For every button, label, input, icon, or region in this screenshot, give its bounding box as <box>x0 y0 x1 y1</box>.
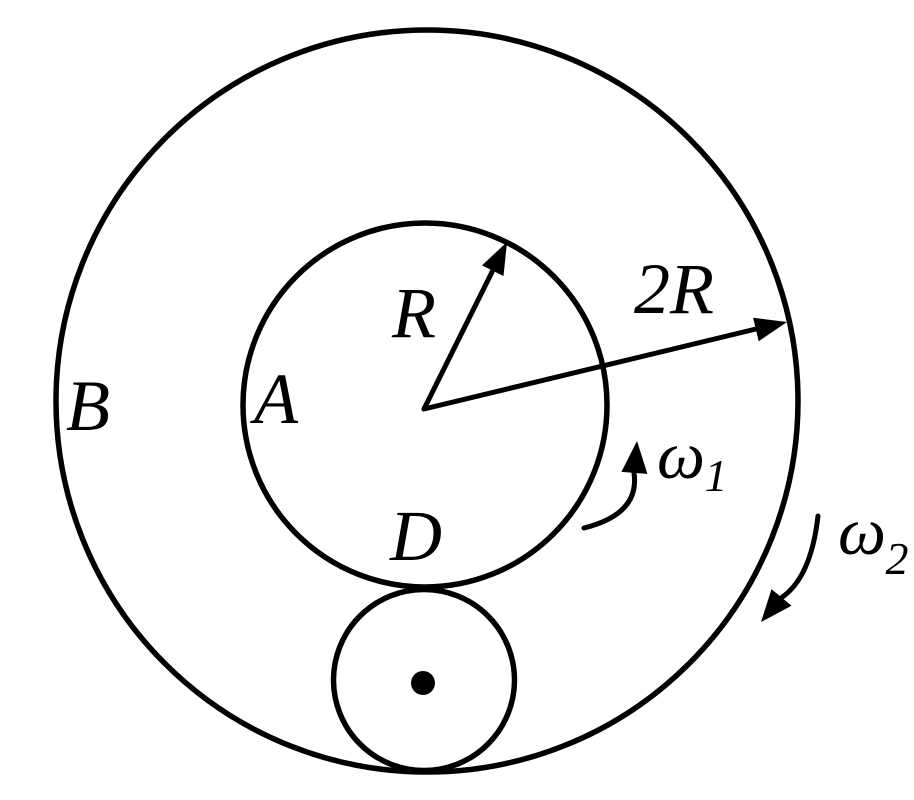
radius-r-arrow-shaft <box>421 267 496 412</box>
omega2-subscript: 2 <box>886 533 909 584</box>
radius-2r-arrow-shaft <box>421 326 759 412</box>
radius-2r-arrowhead-icon <box>753 317 787 342</box>
omega1-symbol: ω <box>657 417 705 493</box>
radius-r-arrow <box>421 242 507 412</box>
omega1-arrow-curve <box>581 470 638 531</box>
omega1-rotation-arrow-icon <box>581 441 648 531</box>
omega1-subscript: 1 <box>705 450 728 501</box>
omega1-arrowhead-icon <box>621 441 648 474</box>
small-disc-d-circle <box>330 586 518 774</box>
omega2-label: ω 2 <box>838 493 909 584</box>
outer-ring-label: B <box>66 366 110 446</box>
omega1-label: ω 1 <box>657 417 728 501</box>
omega2-symbol: ω <box>838 493 886 569</box>
radius-r-arrowhead-icon <box>482 242 507 276</box>
radius-2r-arrow <box>421 317 787 412</box>
omega2-rotation-arrow-icon <box>761 513 821 622</box>
small-disc-label: D <box>389 496 442 576</box>
outer-radius-label: 2R <box>634 249 714 329</box>
inner-disc-label: A <box>250 359 299 439</box>
inner-radius-label: R <box>391 273 436 353</box>
omega2-arrow-curve <box>778 513 821 601</box>
omega2-arrowhead-icon <box>761 589 792 622</box>
disc-d-center-dot <box>411 671 435 695</box>
